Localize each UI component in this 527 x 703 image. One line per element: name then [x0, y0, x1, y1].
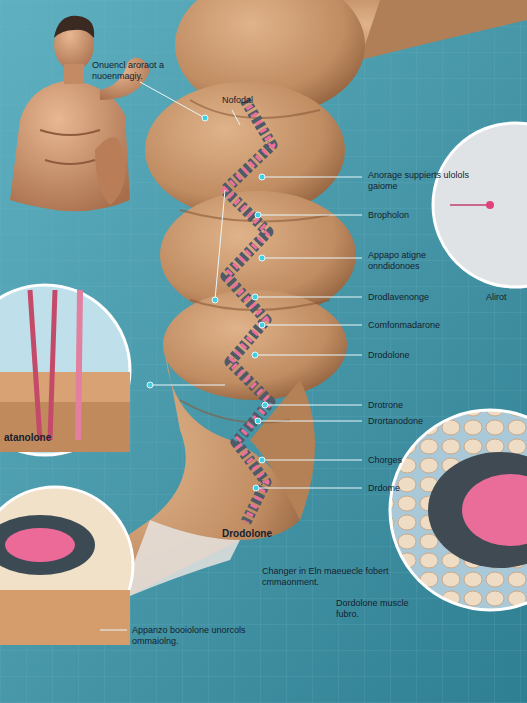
- athlete-figure: [10, 16, 150, 211]
- callout-label: Alirot: [486, 292, 507, 303]
- leader-lines: [100, 82, 362, 630]
- callout-label: Drdome: [368, 483, 400, 494]
- callout-label: Drodlavenonge: [368, 292, 429, 303]
- callout-label: Changer in Eln maeuecle fobert cmmaonmen…: [262, 566, 412, 588]
- callout-label: Drotrone: [368, 400, 403, 411]
- inset-top-right: [433, 123, 527, 287]
- callout-label: Bropholon: [368, 210, 409, 221]
- inset-bottom-left: [0, 487, 133, 645]
- callout-label: atanolone: [4, 432, 51, 444]
- callout-label: Comfonmadarone: [368, 320, 440, 331]
- callout-label: Chorges: [368, 455, 402, 466]
- callout-label: Drodolone: [222, 528, 272, 540]
- molecule-helix: [225, 100, 272, 522]
- callout-label: Appanzo booiolone unorcols ommaiolng.: [132, 625, 272, 647]
- inset-left: [0, 285, 130, 455]
- callout-label: Onuencl aroraot a nuoenmagiy.: [92, 60, 202, 82]
- callout-label: Nofodal: [222, 95, 253, 106]
- callout-label: Dordolone muscle fubro.: [336, 598, 426, 620]
- callout-label: Drodolone: [368, 350, 410, 361]
- callout-label: Anorage suppierts ulolols gaiome: [368, 170, 480, 192]
- inset-bottom-right: [390, 410, 527, 610]
- callout-label: Drortanodone: [368, 416, 423, 427]
- callout-label: Appapo atigne onndidonoes: [368, 250, 468, 272]
